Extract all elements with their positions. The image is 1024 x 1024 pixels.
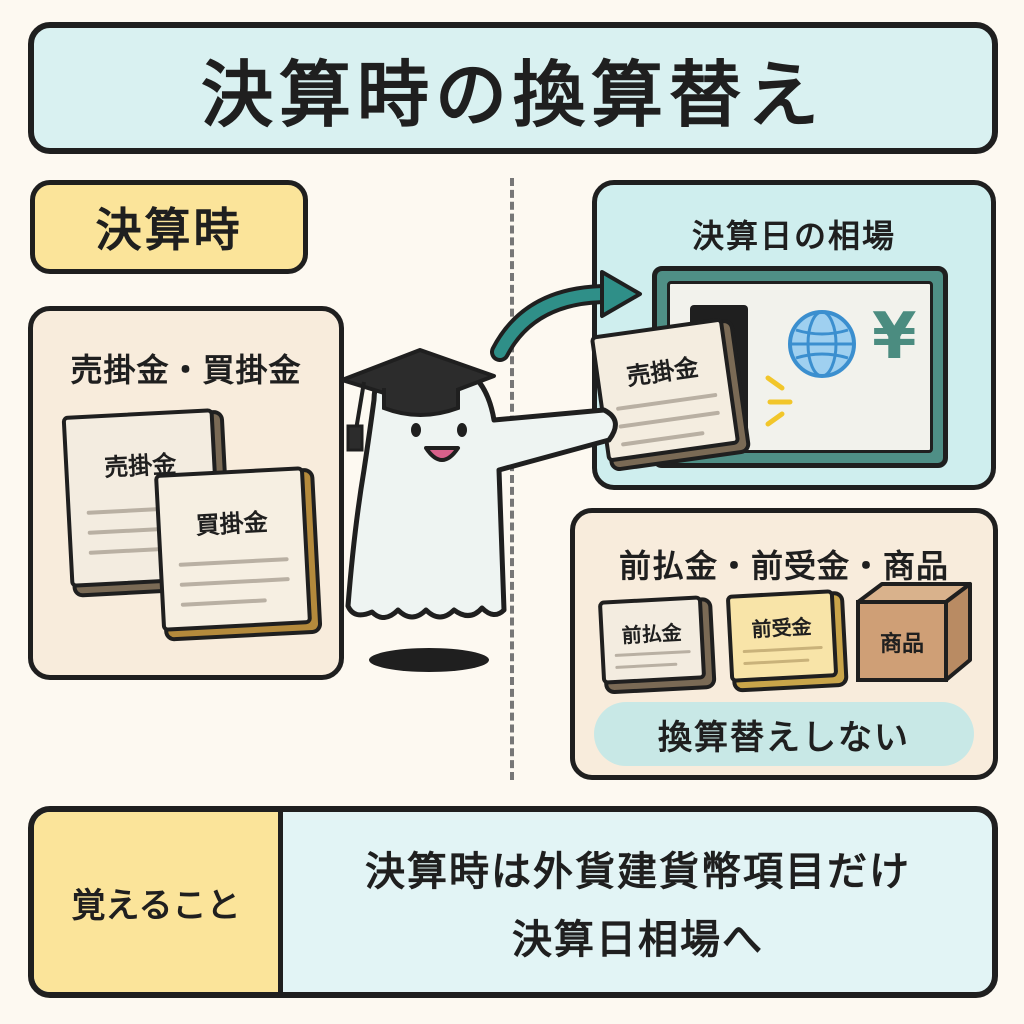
arrow-icon (490, 270, 642, 362)
no-translation-pill: 換算替えしない (594, 702, 974, 766)
non-monetary-title: 前払金・前受金・商品 (618, 547, 949, 585)
no-translation-text: 換算替えしない (658, 717, 910, 758)
receivables-payables-title: 売掛金・買掛金 (70, 351, 302, 389)
prepaid-card: 前払金 (597, 595, 707, 685)
yen-symbol: ¥ (872, 300, 917, 374)
title-banner: 決算時の換算替え (28, 22, 998, 154)
summary-label-cell: 覚えること (34, 812, 283, 992)
goods-box-icon (856, 582, 972, 682)
section-tag-label: 決算時 (95, 203, 243, 257)
page-title: 決算時の換算替え (200, 52, 825, 137)
sparkle-icon (765, 375, 793, 427)
accounts-payable-label: 買掛金 (195, 508, 269, 540)
goods-label: 商品 (879, 632, 924, 657)
summary-line-2: 決算日相場へ (512, 917, 764, 963)
summary-box: 覚えること 決算時は外貨建貨幣項目だけ 決算日相場へ (28, 806, 998, 998)
summary-line-1: 決算時は外貨建貨幣項目だけ (365, 849, 911, 895)
globe-icon (788, 310, 856, 378)
dashed-divider (510, 178, 514, 780)
summary-message: 決算時は外貨建貨幣項目だけ 決算日相場へ (284, 812, 992, 992)
ghost-mascot (340, 348, 618, 672)
closing-rate-title: 決算日の相場 (691, 217, 896, 255)
accounts-payable-card: 買掛金 (153, 466, 313, 632)
prepaid-label: 前払金 (621, 620, 683, 648)
advance-received-label: 前受金 (750, 614, 813, 642)
section-tag: 決算時 (30, 180, 308, 274)
summary-label: 覚えること (71, 885, 241, 926)
advance-received-card: 前受金 (725, 589, 839, 683)
